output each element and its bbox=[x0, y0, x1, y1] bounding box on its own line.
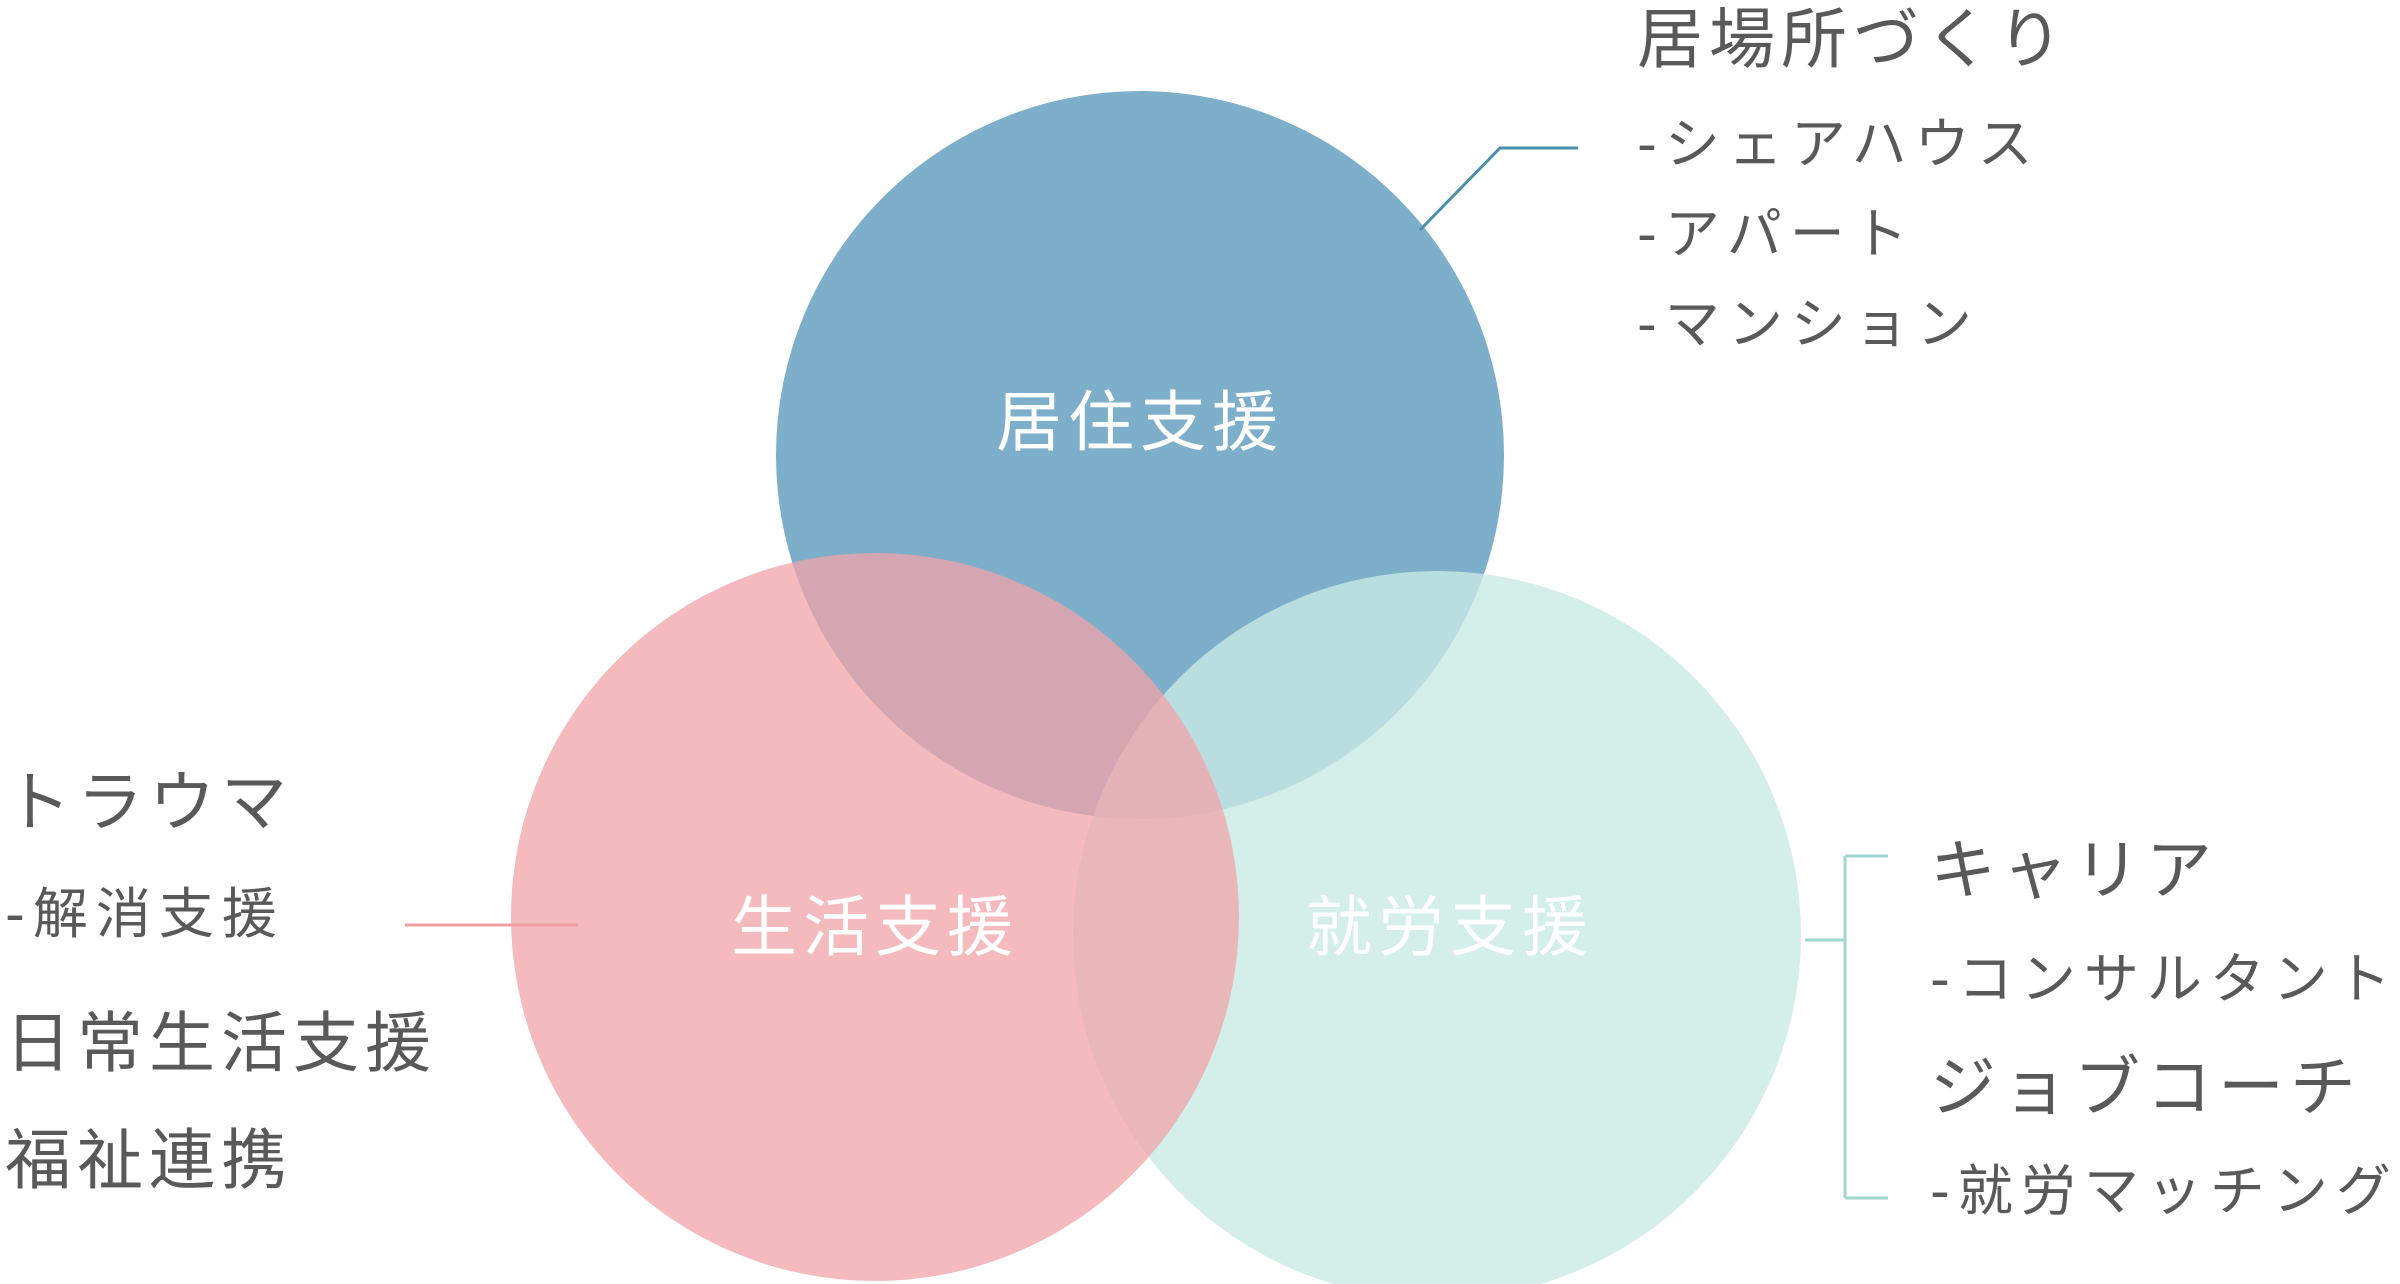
living-note-trauma: トラウマ bbox=[5, 764, 293, 841]
housing-note-item-shared-house: -シェアハウス bbox=[1637, 112, 2041, 176]
housing-notes: 居場所づくり -シェアハウス -アパート -マンション bbox=[1637, 1, 2069, 356]
employment-support-circle bbox=[1073, 571, 1801, 1284]
employment-support-label: 就労支援 bbox=[1306, 889, 1594, 966]
living-support-label: 生活支援 bbox=[731, 889, 1019, 966]
housing-support-label: 居住支援 bbox=[996, 384, 1284, 461]
housing-note-item-apartment: -アパート bbox=[1637, 202, 1916, 266]
employment-note-job-coach: ジョブコーチ bbox=[1930, 1049, 2362, 1126]
living-note-trauma-relief: -解消支援 bbox=[5, 882, 285, 946]
circles bbox=[511, 91, 1801, 1284]
living-support-circle bbox=[511, 553, 1239, 1281]
housing-note-heading: 居場所づくり bbox=[1637, 1, 2069, 78]
employment-note-career: キャリア bbox=[1930, 832, 2218, 909]
employment-bracket bbox=[1805, 854, 1888, 1200]
housing-connector bbox=[1418, 146, 1578, 232]
housing-note-item-mansion: -マンション bbox=[1637, 292, 1980, 356]
living-notes: トラウマ -解消支援 日常生活支援 福祉連携 bbox=[5, 764, 437, 1199]
employment-note-job-matching: -就労マッチング bbox=[1930, 1159, 2399, 1223]
employment-note-consultant: -コンサルタント bbox=[1930, 947, 2399, 1011]
living-note-welfare-cooperation: 福祉連携 bbox=[5, 1122, 293, 1199]
employment-notes: キャリア -コンサルタント ジョブコーチ -就労マッチング bbox=[1930, 832, 2399, 1223]
living-note-daily-life-support: 日常生活支援 bbox=[5, 1005, 437, 1082]
